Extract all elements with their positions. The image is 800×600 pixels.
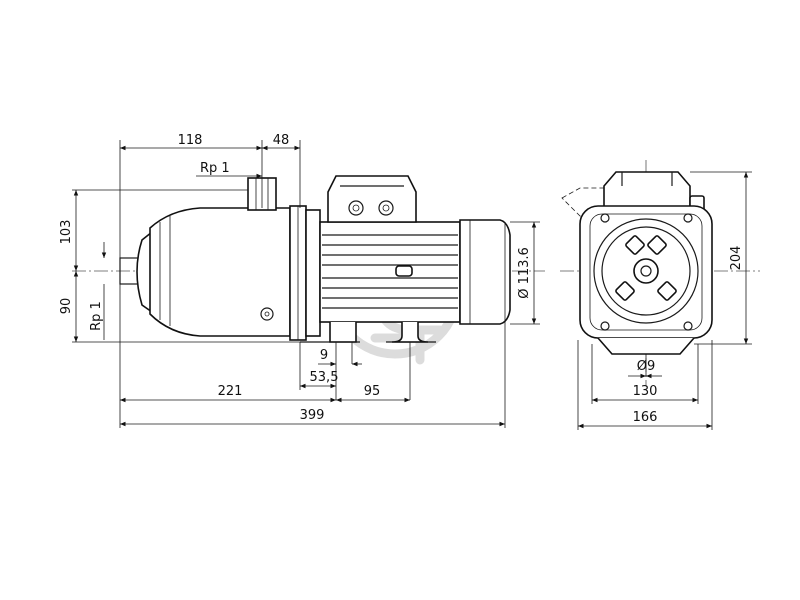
front-view: [560, 160, 760, 385]
dim-399: 399: [300, 408, 325, 423]
dim-130: 130: [633, 384, 658, 399]
dim-103: 103: [59, 220, 74, 245]
dim-118: 118: [178, 133, 203, 148]
front-dimensions: 204 Ø9 130 166: [577, 171, 752, 430]
dim-48: 48: [273, 133, 290, 148]
dim-90: 90: [59, 298, 74, 315]
dim-hole: Ø9: [637, 359, 656, 374]
side-view: [72, 175, 545, 343]
rp-left-label: Rp 1: [89, 301, 104, 331]
dim-95: 95: [364, 384, 381, 399]
dim-9: 9: [320, 348, 328, 363]
motor-fins: [322, 234, 458, 309]
dim-113-6: Ø 113.6: [517, 247, 532, 299]
dim-53-5: 53,5: [310, 370, 339, 385]
side-dimensions: 118 48 Rp 1 103 90 Rp 1 9 53,5 221 95 39…: [59, 133, 540, 428]
dim-166: 166: [633, 410, 658, 425]
dim-221: 221: [218, 384, 243, 399]
dim-204: 204: [729, 246, 744, 271]
rp-top-label: Rp 1: [200, 161, 230, 176]
